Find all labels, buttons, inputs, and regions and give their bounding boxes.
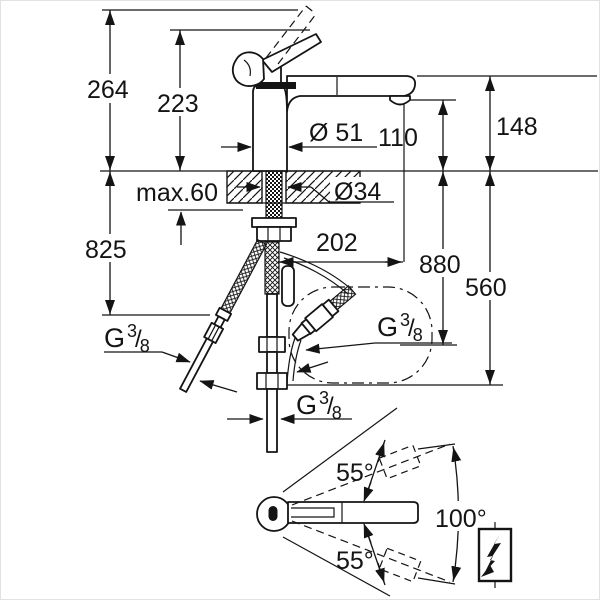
dim-max60-label: max.60 (136, 179, 218, 207)
spray-tail-hose (286, 337, 296, 384)
lower-swivel-centerline (291, 520, 451, 583)
handle-knob (231, 51, 265, 87)
center-pullout-hose (256, 241, 295, 453)
cartridge-stem (268, 506, 278, 521)
dim-110-label: 110 (378, 124, 418, 152)
dim-560-label: 560 (465, 274, 507, 302)
faucet-side-elevation: 264 223 Ø 51 110 148 (82, 5, 598, 453)
handle-raised-position (265, 5, 317, 65)
dim-34-label: Ø34 (334, 178, 381, 206)
handle-lever (261, 33, 322, 73)
faucet-body-outline (252, 59, 416, 172)
swivel-range-top-view: 55° 55° 100° (256, 407, 513, 597)
lightning-bolt-icon (477, 522, 513, 588)
dim-202-label: 202 (316, 229, 358, 257)
dimension-max60: max.60 (136, 179, 218, 245)
spray-range-outline (288, 286, 433, 384)
parked-hose-end (281, 265, 295, 307)
dimension-264: 264 (84, 10, 136, 171)
left-supply-hose (179, 238, 268, 393)
dimension-825: 825 (82, 171, 134, 315)
spray-hose-upper (279, 251, 353, 291)
pullout-spray-range (279, 251, 433, 384)
dimension-diameter-51: Ø 51 (221, 119, 377, 153)
dimension-880: 880 (416, 171, 468, 345)
mounting-plate (251, 217, 297, 228)
angle-55-upper-label: 55° (336, 459, 374, 487)
mounting-nut (256, 226, 292, 242)
spout-top-outline (287, 501, 419, 524)
handle-knob-detail (243, 59, 251, 77)
dimension-223: 223 (154, 30, 206, 171)
aerator (389, 95, 411, 106)
dimension-110: 110 (378, 100, 449, 171)
handle-joint (256, 82, 296, 89)
spray-head-top-outline (291, 507, 335, 518)
spray-head (291, 284, 357, 342)
dim-51-label: Ø 51 (309, 119, 363, 147)
dimension-100: 100° (417, 443, 497, 585)
mounting-hardware (251, 170, 297, 242)
dimension-diameter-34: Ø34 (237, 177, 394, 206)
lower-swivel-spout (378, 547, 422, 583)
upper-swivel-spout (378, 444, 422, 480)
upper-swivel-centerline (291, 443, 451, 506)
dimension-55-upper: 55° (282, 407, 398, 502)
dimension-148: 148 (484, 76, 547, 171)
dim-825-label: 825 (85, 236, 127, 264)
dim-148-label: 148 (496, 113, 538, 141)
dim-264-label: 264 (87, 76, 129, 104)
under-counter-hoses (179, 238, 295, 453)
faucet-body (231, 5, 416, 172)
dimension-202: 202 (278, 229, 403, 268)
dimension-55-lower: 55° (282, 523, 391, 597)
spray-tail-hose2 (292, 339, 302, 382)
dim-223-label: 223 (157, 90, 199, 118)
angle-55-lower-label: 55° (336, 547, 374, 575)
dim-880-label: 880 (419, 251, 461, 279)
dimension-560: 560 (462, 171, 514, 385)
